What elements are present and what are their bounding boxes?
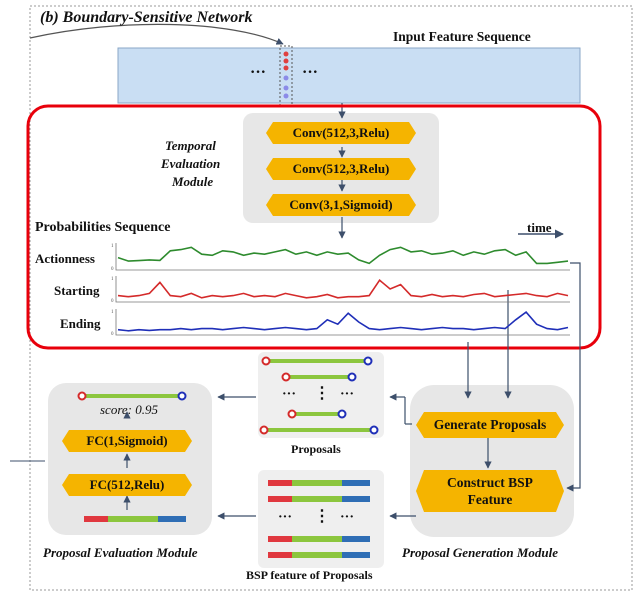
conv-layer-3: Conv(3,1,Sigmoid) bbox=[266, 194, 416, 216]
pgm-bg bbox=[410, 385, 574, 537]
bsp-vdots: ⋮ bbox=[314, 508, 330, 525]
probability-plots: 1 0 1 0 1 0 bbox=[111, 243, 570, 337]
diagram-title: (b) Boundary-Sensitive Network bbox=[40, 9, 253, 26]
prob-axis-ending bbox=[115, 309, 570, 336]
bsp-label: BSP feature of Proposals bbox=[246, 568, 373, 582]
prob-axis-actionness bbox=[115, 243, 570, 271]
input-ellipsis-right: ··· bbox=[302, 64, 319, 81]
prob-axis-bottom-label: 0 bbox=[111, 299, 114, 304]
fc-layer-sigmoid: FC(1,Sigmoid) bbox=[62, 430, 192, 452]
pgm-module-label: Proposal Generation Module bbox=[402, 545, 559, 560]
tem-label-line2: Evaluation bbox=[161, 156, 221, 171]
prob-curve-actionness bbox=[117, 246, 569, 265]
tem-label-line1: Temporal bbox=[165, 138, 216, 153]
pem-module-label: Proposal Evaluation Module bbox=[43, 545, 198, 560]
input-ellipsis-left: ··· bbox=[250, 64, 267, 81]
construct-bsp-line1: Construct BSP bbox=[447, 475, 533, 490]
proposals-ellipsis-left: ··· bbox=[282, 387, 297, 402]
proposals-vdots: ⋮ bbox=[314, 385, 330, 402]
bsp-feature-bars bbox=[268, 480, 370, 558]
outer-frame bbox=[29, 5, 633, 591]
row-label-ending: Ending bbox=[60, 316, 101, 331]
proposals-ellipsis-right: ··· bbox=[340, 387, 355, 402]
proposals-label: Proposals bbox=[291, 442, 341, 456]
prob-curve-starting bbox=[117, 279, 569, 299]
generate-proposals-label: Generate Proposals bbox=[433, 417, 547, 432]
construct-bsp-block: Construct BSP Feature bbox=[416, 470, 564, 512]
prob-axis-top-label: 1 bbox=[111, 310, 114, 315]
prob-title: Probabilities Sequence bbox=[35, 220, 171, 235]
conv-layer-1: Conv(512,3,Relu) bbox=[266, 122, 416, 144]
conv-layer-2: Conv(512,3,Relu) bbox=[266, 158, 416, 180]
bsp-bg bbox=[258, 470, 384, 568]
row-label-starting: Starting bbox=[54, 283, 100, 298]
time-label: time bbox=[527, 220, 552, 235]
bsp-ellipsis-left: ··· bbox=[278, 510, 293, 525]
proposal-items bbox=[259, 356, 379, 435]
bsp-ellipsis-right: ··· bbox=[340, 510, 355, 525]
input-curve-arrow bbox=[29, 23, 284, 45]
fc-layer-relu: FC(512,Relu) bbox=[62, 474, 192, 496]
input-feature-label: Input Feature Sequence bbox=[393, 29, 531, 44]
row-label-actionness: Actionness bbox=[35, 251, 95, 266]
prob-curve-ending bbox=[117, 311, 569, 332]
prob-axis-bottom-label: 0 bbox=[111, 332, 114, 337]
construct-bsp-line2: Feature bbox=[467, 492, 513, 507]
pem-score: score: 0.95 bbox=[100, 402, 159, 417]
prob-axis-bottom-label: 0 bbox=[111, 267, 114, 272]
input-feature-band bbox=[117, 47, 581, 104]
generate-proposals-block: Generate Proposals bbox=[416, 412, 564, 438]
prob-axis-top-label: 1 bbox=[111, 277, 114, 282]
highlight-frame bbox=[26, 104, 602, 350]
prob-axis-starting bbox=[115, 276, 570, 303]
tem-label-line3: Module bbox=[172, 174, 214, 189]
prob-axis-top-label: 1 bbox=[111, 244, 114, 249]
